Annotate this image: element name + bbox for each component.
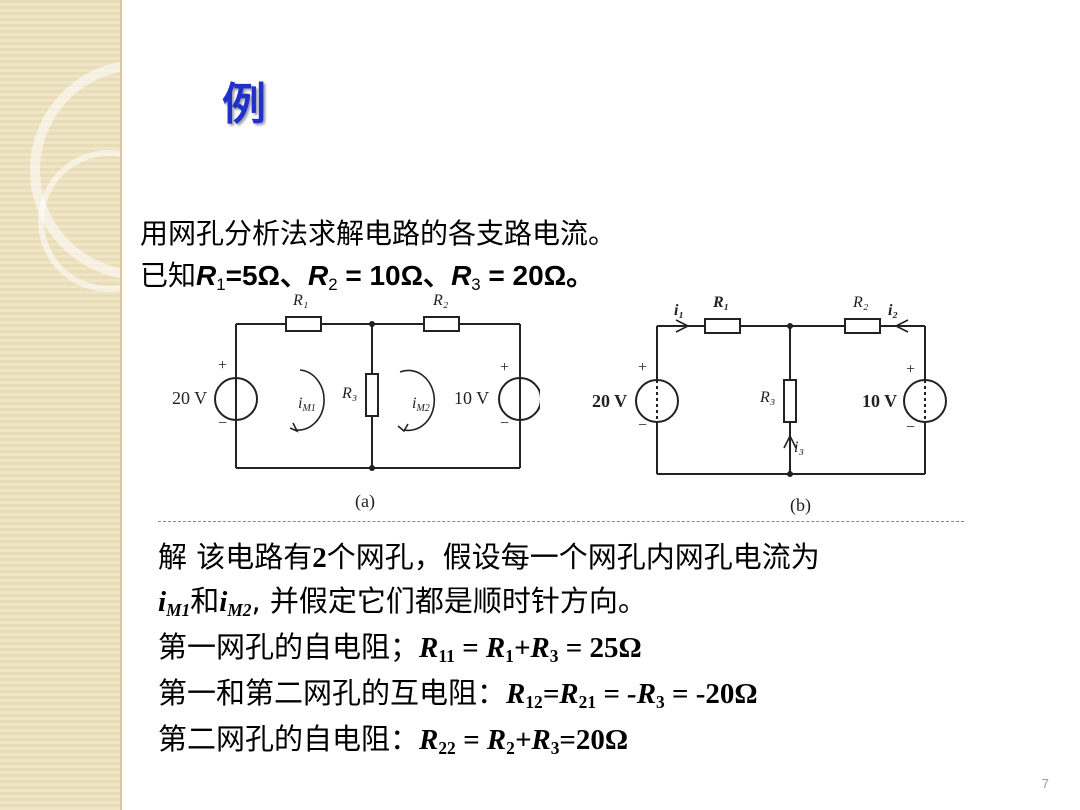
r2-symbol: R bbox=[307, 260, 329, 291]
resistor-r2 bbox=[423, 316, 460, 332]
side-panel-border bbox=[120, 0, 122, 810]
mesh-arrow-2 bbox=[399, 369, 436, 432]
label-r3-a: R₃ bbox=[341, 385, 357, 402]
label-im2: iM2 bbox=[412, 395, 430, 414]
solution-intro-rest: 个网孔，假设每一个网孔内网孔电流为 bbox=[326, 540, 820, 574]
current-arrow-i3 bbox=[783, 434, 797, 449]
self2-equation: R22 = R2+R3=20Ω bbox=[419, 724, 629, 759]
caption-a: (a) bbox=[355, 491, 375, 512]
r1-value: =5Ω、 bbox=[225, 260, 308, 291]
plus-left-b: + bbox=[638, 359, 647, 376]
and-text: 和 bbox=[190, 584, 220, 618]
direction-text: , 并假定它们都是顺时针方向。 bbox=[251, 584, 647, 618]
label-r2-b: R₂ bbox=[852, 294, 869, 311]
mutual-label: 第一和第二网孔的互电阻： bbox=[158, 676, 507, 710]
plus-right-a: + bbox=[500, 359, 509, 376]
circuit-diagram-a: R₁ R₂ R₃ 20 V 10 V + − + − iM1 iM2 (a) bbox=[172, 292, 540, 512]
r3-sub: 3 bbox=[471, 275, 481, 295]
label-10v-a: 10 V bbox=[454, 388, 489, 408]
im2-symbol: i bbox=[219, 586, 228, 618]
mesh-count: 2 bbox=[312, 542, 327, 574]
page-number: 7 bbox=[1041, 776, 1049, 791]
minus-left-b: − bbox=[638, 417, 647, 434]
solution-intro: 解 该电路有2个网孔，假设每一个网孔内网孔电流为 bbox=[158, 534, 820, 576]
r3-value: = 20Ω。 bbox=[480, 260, 595, 291]
label-i1: i₁ bbox=[674, 302, 684, 319]
resistor-r3-b bbox=[783, 379, 797, 423]
decorative-side-panel bbox=[0, 0, 120, 810]
self-resistance-mesh2: 第二网孔的自电阻：R22 = R2+R3=20Ω bbox=[158, 716, 628, 759]
problem-statement: 用网孔分析法求解电路的各支路电流。 bbox=[140, 217, 617, 250]
self-resistance-mesh1: 第一网孔的自电阻；R11 = R1+R3 = 25Ω bbox=[158, 624, 642, 667]
label-10v-b: 10 V bbox=[862, 391, 897, 411]
solution-mesh-currents: iM1和iM2, 并假定它们都是顺时针方向。 bbox=[158, 578, 647, 621]
label-r3-b: R₃ bbox=[759, 389, 775, 406]
resistor-r1 bbox=[285, 316, 322, 332]
label-i2: i₂ bbox=[888, 302, 898, 319]
resistor-r3 bbox=[365, 373, 379, 417]
current-arrow-i2 bbox=[894, 319, 909, 333]
im1-sub: M1 bbox=[166, 600, 191, 621]
plus-left-a: + bbox=[218, 357, 227, 374]
self2-label: 第二网孔的自电阻： bbox=[158, 722, 420, 756]
slide-title: 例 bbox=[222, 79, 266, 130]
resistor-r1-b bbox=[704, 318, 741, 334]
self1-equation: R11 = R1+R3 = 25Ω bbox=[419, 632, 642, 667]
minus-right-a: − bbox=[500, 415, 509, 432]
label-20v-a: 20 V bbox=[172, 388, 207, 408]
im1-symbol: i bbox=[158, 586, 167, 618]
caption-b: (b) bbox=[790, 495, 811, 516]
circuit-diagram-b: i₁ R₁ R₂ i₂ R₃ i₃ 20 V 10 V + − + − (b) bbox=[592, 294, 947, 516]
given-values: 已知R1=5Ω、R2 = 10Ω、R3 = 20Ω。 bbox=[140, 254, 594, 295]
label-20v-b: 20 V bbox=[592, 391, 627, 411]
label-r1-a: R₁ bbox=[292, 292, 308, 309]
given-prefix: 已知 bbox=[140, 260, 197, 291]
resistor-r2-b bbox=[844, 318, 881, 334]
r1-sub: 1 bbox=[216, 275, 226, 295]
mesh-arrow-1 bbox=[295, 369, 325, 431]
self1-label: 第一网孔的自电阻； bbox=[158, 630, 420, 664]
solution-intro-text: 解 该电路有 bbox=[158, 540, 313, 574]
minus-left-a: − bbox=[218, 415, 227, 432]
im2-sub: M2 bbox=[227, 600, 252, 621]
r2-value: = 10Ω、 bbox=[337, 260, 452, 291]
label-im1: iM1 bbox=[298, 395, 316, 414]
label-i3: i₃ bbox=[794, 439, 804, 456]
label-r1-b: R₁ bbox=[712, 294, 729, 311]
minus-right-b: − bbox=[906, 419, 915, 436]
plus-right-b: + bbox=[906, 361, 915, 378]
dashed-divider bbox=[158, 521, 964, 522]
mutual-resistance: 第一和第二网孔的互电阻：R12=R21 = -R3 = -20Ω bbox=[158, 670, 758, 713]
r3-symbol: R bbox=[451, 260, 472, 291]
current-arrow-i1 bbox=[675, 319, 690, 333]
r1-symbol: R bbox=[196, 260, 217, 291]
label-r2-a: R₂ bbox=[432, 292, 449, 309]
mutual-equation: R12=R21 = -R3 = -20Ω bbox=[506, 678, 758, 713]
r2-sub: 2 bbox=[328, 275, 338, 295]
